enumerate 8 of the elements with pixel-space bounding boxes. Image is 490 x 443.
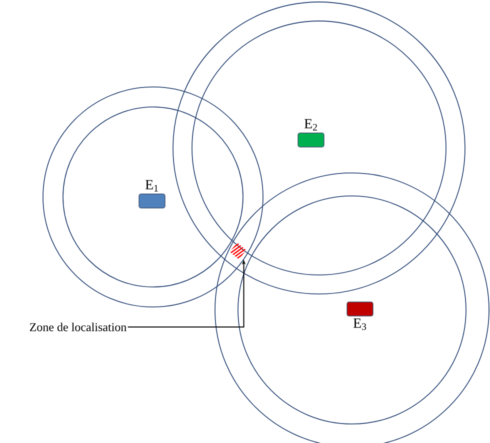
emitter-box: E$_{1}$	[138, 180, 166, 208]
node-label: E$_{3}$	[353, 318, 366, 330]
emitter-box: E$_{3}$	[346, 302, 374, 330]
zone-label: Zone de localisation	[30, 322, 126, 332]
hatched-zone	[230, 242, 246, 260]
node-label: E$_{1}$	[145, 180, 158, 192]
emitter-box: E$_{2}$	[298, 119, 324, 148]
node-label: E$_{2}$	[304, 119, 317, 130]
